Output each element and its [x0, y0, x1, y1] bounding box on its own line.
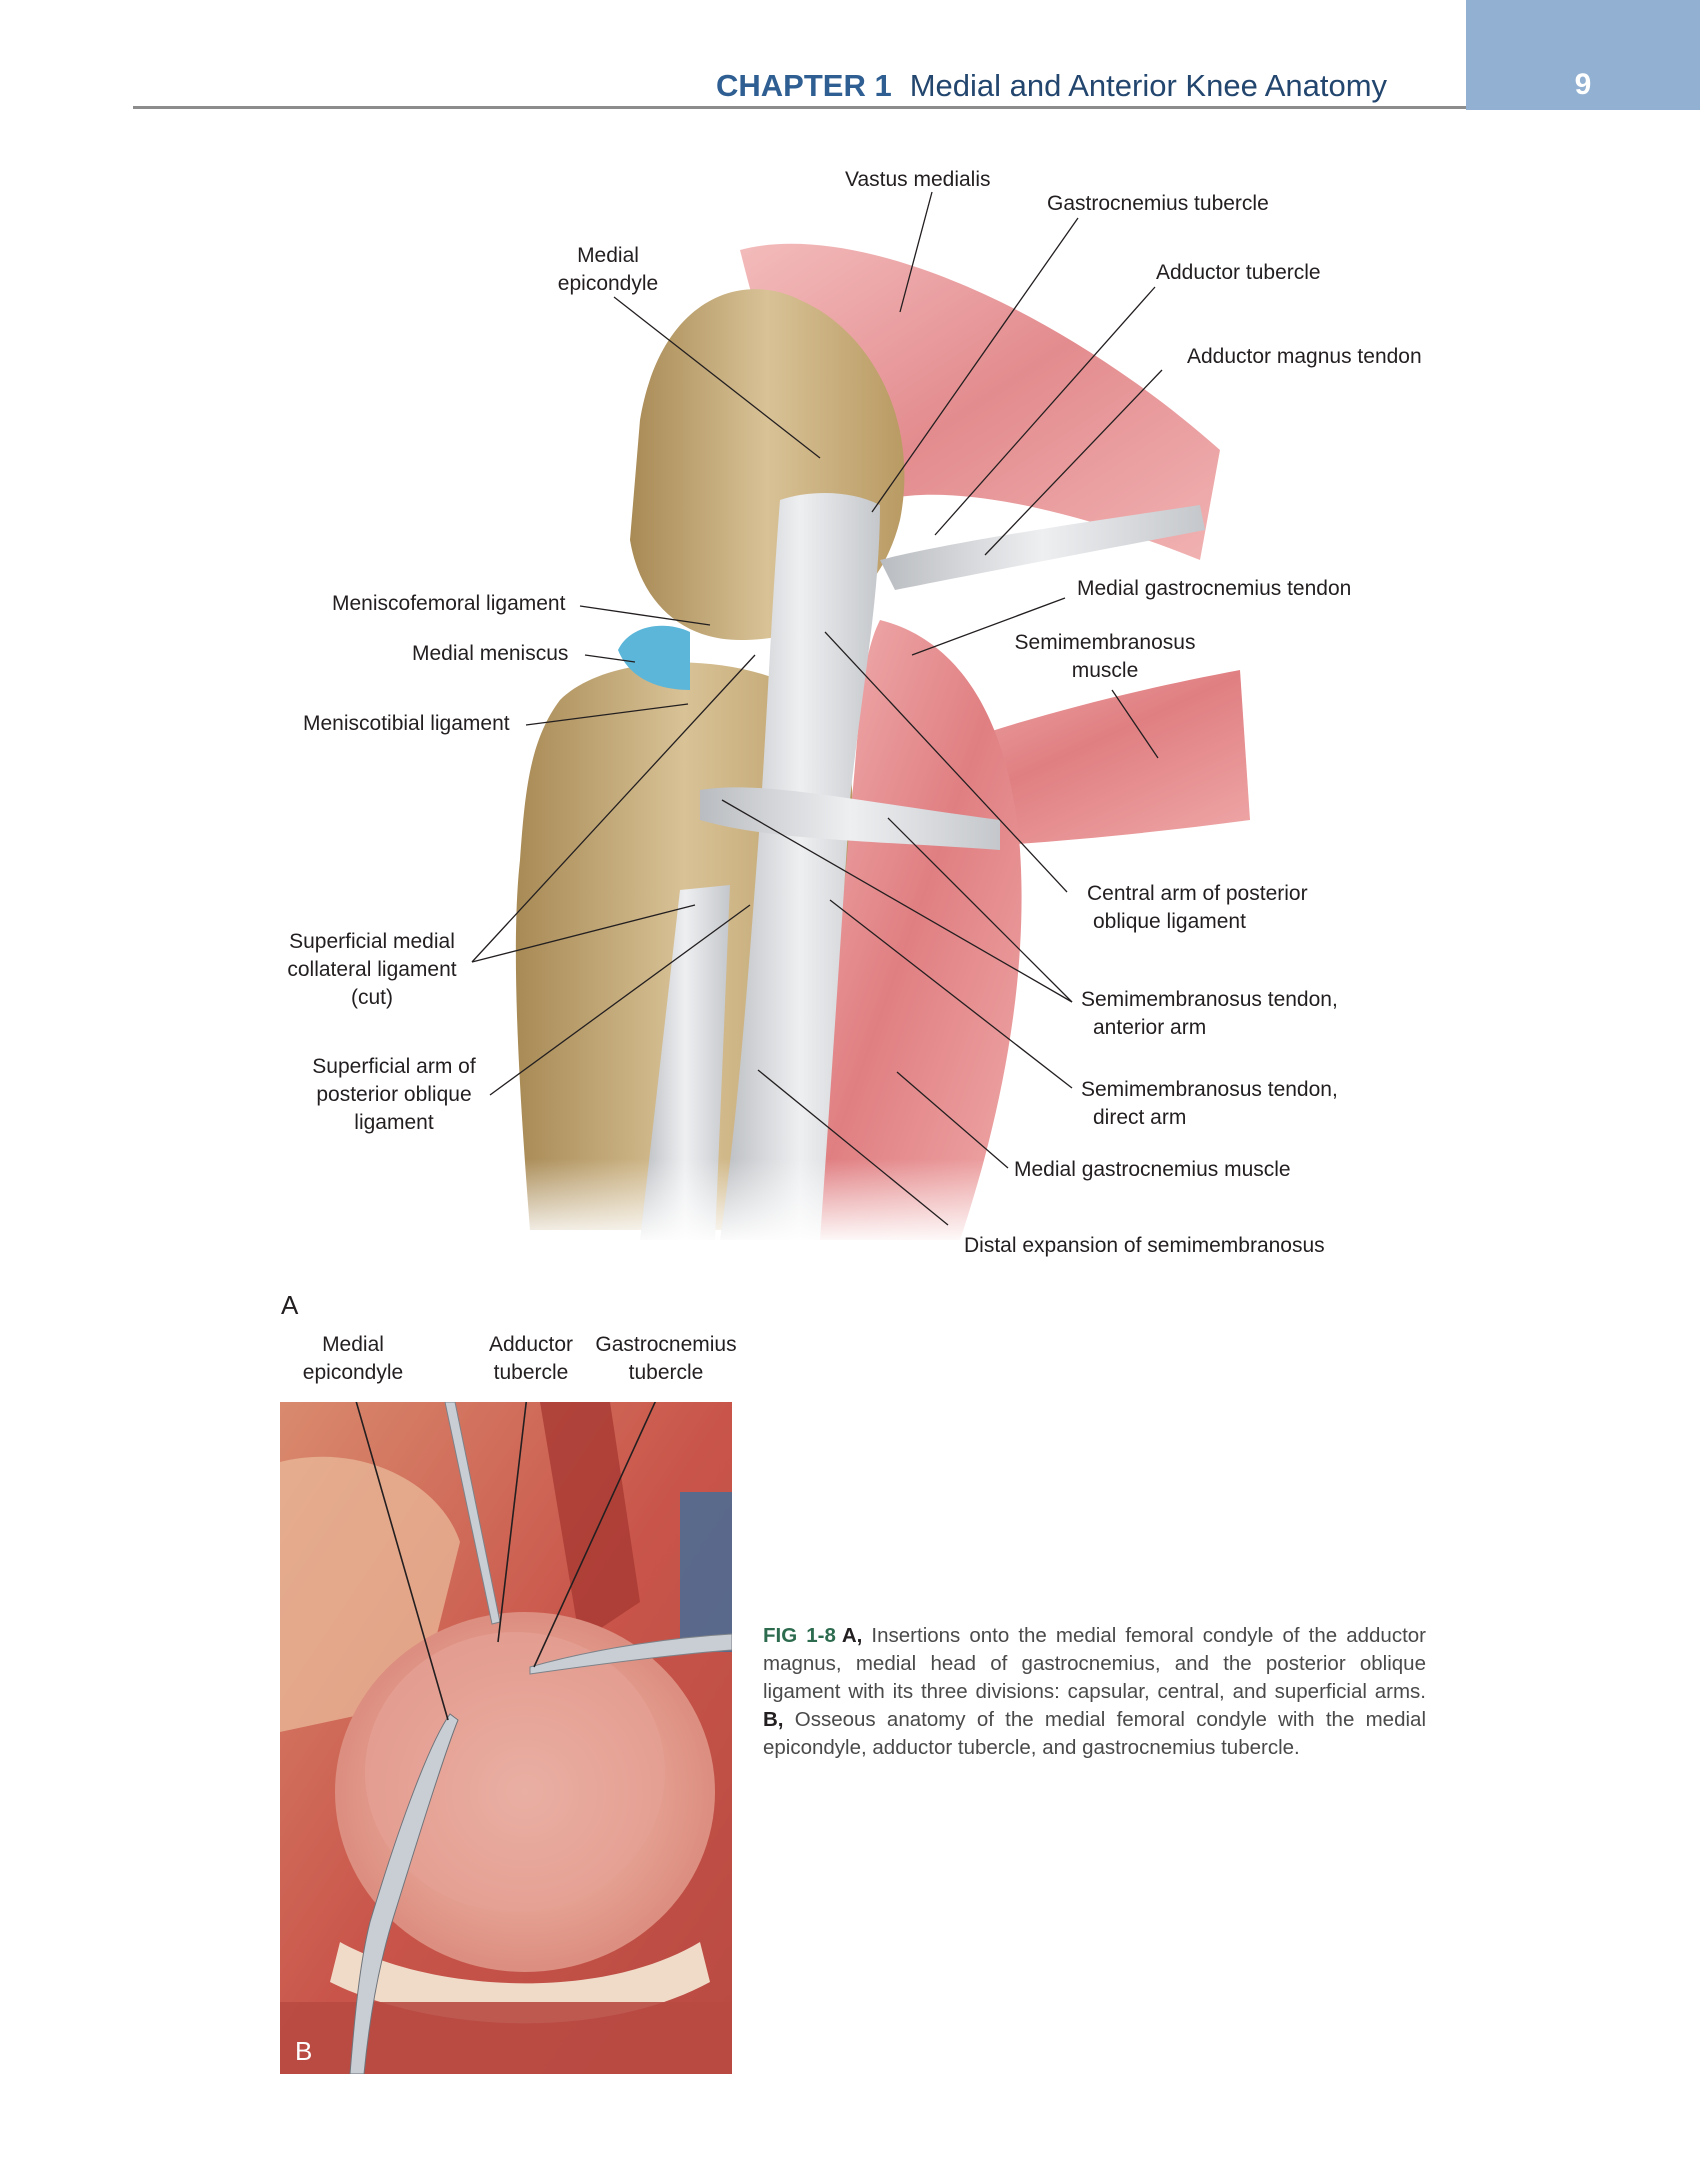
- figure-a-illustration: [471, 191, 1380, 1245]
- label-b-adductor-tubercle: Adductor tubercle: [488, 1333, 574, 1384]
- label-distal-expansion: Distal expansion of semimembranosus: [964, 1234, 1325, 1257]
- page-number: 9: [1574, 68, 1592, 101]
- medial-meniscus-shape: [618, 625, 690, 690]
- panel-letter-a: A: [281, 1290, 299, 1320]
- header-rule: [133, 106, 1466, 109]
- label-semimembranosus-muscle: Semimembranosus muscle: [1014, 631, 1196, 682]
- chapter-title: Medial and Anterior Knee Anatomy: [909, 68, 1388, 103]
- label-semimembranosus-anterior-arm: Semimembranosus tendon, anterior arm: [1081, 988, 1338, 1039]
- adductor-magnus-tendon-shape: [880, 505, 1205, 590]
- panel-letter-b: B: [295, 2036, 313, 2066]
- label-superficial-arm-pol: Superficial arm of posterior oblique lig…: [312, 1055, 476, 1134]
- label-b-medial-epicondyle: Medial epicondyle: [302, 1333, 404, 1384]
- label-b-gastrocnemius-tubercle: Gastrocnemius tubercle: [595, 1333, 737, 1384]
- central-arm-shape: [700, 787, 1000, 850]
- label-gastrocnemius-tubercle: Gastrocnemius tubercle: [1047, 192, 1269, 215]
- label-meniscofemoral-ligament: Meniscofemoral ligament: [332, 592, 566, 615]
- label-superficial-mcl: Superficial medial collateral ligament (…: [287, 930, 457, 1009]
- running-header: CHAPTER 1 Medial and Anterior Knee Anatom…: [716, 68, 1387, 104]
- figure-b-photo: [280, 1402, 732, 2074]
- label-medial-gastrocnemius-muscle: Medial gastrocnemius muscle: [1014, 1158, 1291, 1181]
- caption-b-marker: B,: [763, 1708, 784, 1731]
- chapter-number: CHAPTER 1: [716, 68, 892, 103]
- label-medial-meniscus: Medial meniscus: [412, 642, 569, 665]
- label-adductor-magnus-tendon: Adductor magnus tendon: [1187, 345, 1422, 368]
- caption-a-text: Insertions onto the medial femoral condy…: [763, 1624, 1426, 1703]
- label-central-arm-pol: Central arm of posterior oblique ligamen…: [1087, 882, 1308, 933]
- label-medial-gastrocnemius-tendon: Medial gastrocnemius tendon: [1077, 577, 1352, 600]
- label-adductor-tubercle: Adductor tubercle: [1156, 261, 1321, 284]
- label-semimembranosus-direct-arm: Semimembranosus tendon, direct arm: [1081, 1078, 1338, 1129]
- label-vastus-medialis: Vastus medialis: [845, 168, 991, 191]
- label-meniscotibial-ligament: Meniscotibial ligament: [303, 712, 510, 735]
- label-medial-epicondyle: Medial epicondyle: [557, 244, 659, 295]
- page-number-tab: 9: [1466, 0, 1700, 110]
- caption-b-text: Osseous anatomy of the medial femoral co…: [763, 1708, 1426, 1759]
- caption-a-marker: A,: [841, 1624, 863, 1647]
- figure-label: FIG 1-8: [763, 1624, 836, 1647]
